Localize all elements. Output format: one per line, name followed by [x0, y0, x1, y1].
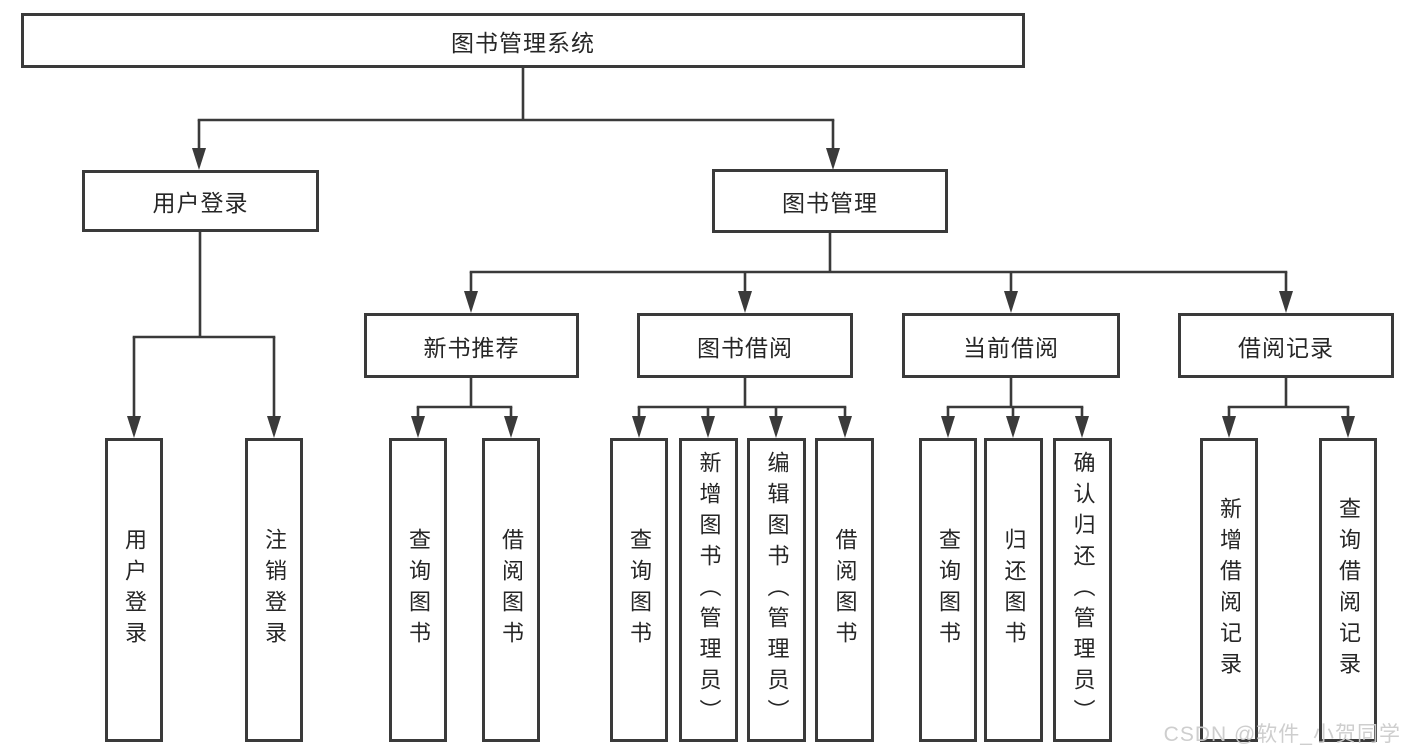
node-new-book-recommend-label: 新书推荐	[423, 334, 520, 361]
leaf-current-confirm-return-admin-label: 确认归还（管理员）	[1070, 450, 1096, 730]
leaf-current-query-book: 查询图书	[919, 438, 977, 742]
node-root: 图书管理系统	[21, 13, 1025, 68]
leaf-current-return-book-label: 归还图书	[1001, 528, 1027, 652]
leaf-borrow-query-book: 查询图书	[610, 438, 668, 742]
leaf-logout-label: 注销登录	[262, 528, 287, 652]
node-book-borrow: 图书借阅	[637, 313, 853, 378]
leaf-record-query-label: 查询借阅记录	[1336, 497, 1361, 683]
leaf-borrow-add-book-admin-label: 新增图书（管理员）	[696, 450, 722, 730]
node-borrow-record-label: 借阅记录	[1238, 334, 1334, 361]
leaf-recommend-query-book-label: 查询图书	[406, 528, 431, 652]
node-borrow-record: 借阅记录	[1178, 313, 1394, 378]
leaf-borrow-borrow-book: 借阅图书	[815, 438, 874, 742]
leaf-current-query-book-label: 查询图书	[936, 528, 961, 652]
leaf-user-login: 用户登录	[105, 438, 163, 742]
leaf-borrow-add-book-admin: 新增图书（管理员）	[679, 438, 738, 742]
leaf-record-add: 新增借阅记录	[1200, 438, 1258, 742]
csdn-watermark: CSDN @软件_小贺同学	[1163, 723, 1401, 746]
leaf-borrow-query-book-label: 查询图书	[627, 528, 652, 652]
leaf-recommend-borrow-book: 借阅图书	[482, 438, 540, 742]
node-book-borrow-label: 图书借阅	[697, 334, 793, 361]
leaf-recommend-query-book: 查询图书	[389, 438, 447, 742]
leaf-record-query: 查询借阅记录	[1319, 438, 1377, 742]
leaf-current-return-book: 归还图书	[984, 438, 1043, 742]
leaf-logout: 注销登录	[245, 438, 303, 742]
leaf-recommend-borrow-book-label: 借阅图书	[499, 528, 524, 652]
leaf-current-confirm-return-admin: 确认归还（管理员）	[1053, 438, 1112, 742]
node-current-borrow: 当前借阅	[902, 313, 1120, 378]
node-book-management-label: 图书管理	[782, 190, 878, 216]
node-root-label: 图书管理系统	[451, 29, 595, 56]
node-new-book-recommend: 新书推荐	[364, 313, 579, 378]
node-current-borrow-label: 当前借阅	[963, 334, 1059, 361]
leaf-borrow-edit-book-admin-label: 编辑图书（管理员）	[764, 450, 790, 730]
node-user-login-label: 用户登录	[152, 190, 249, 216]
node-book-management: 图书管理	[712, 169, 948, 233]
node-user-login: 用户登录	[82, 170, 319, 232]
leaf-borrow-borrow-book-label: 借阅图书	[832, 528, 858, 652]
leaf-record-add-label: 新增借阅记录	[1217, 497, 1242, 683]
leaf-borrow-edit-book-admin: 编辑图书（管理员）	[747, 438, 806, 742]
leaf-user-login-label: 用户登录	[122, 528, 147, 652]
